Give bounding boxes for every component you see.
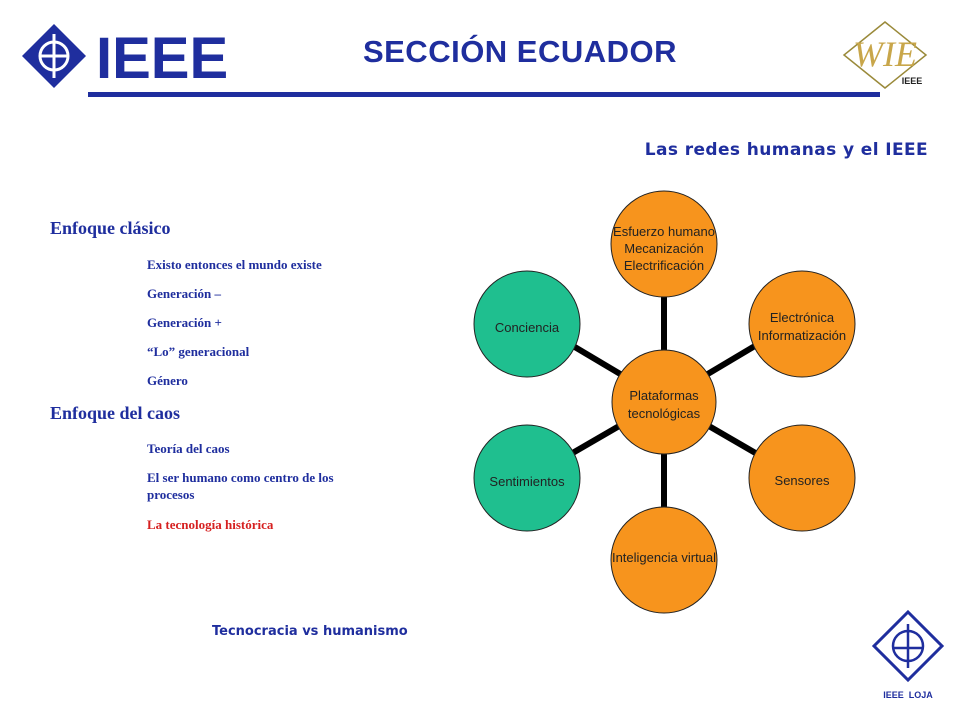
- ieee-logo: IEEE: [22, 24, 228, 91]
- outline-item: Existo entonces el mundo existe: [147, 257, 322, 272]
- node-label: Conciencia: [495, 320, 560, 335]
- ieee-diamond-icon: [22, 24, 86, 88]
- outline-item-highlight: La tecnología histórica: [147, 517, 274, 532]
- node-sensores: Sensores: [748, 424, 856, 532]
- outline-item: Generación –: [147, 286, 222, 301]
- header-rule: [88, 92, 880, 97]
- node-electronica: Electrónica Informatización: [748, 270, 856, 378]
- outline-item: Género: [147, 373, 188, 388]
- outline-item: El ser humano como centro de los: [147, 470, 334, 485]
- slide-subtitle: Las redes humanas y el IEEE: [644, 140, 928, 160]
- ieee-loja-logo: IEEE LOJA: [871, 609, 945, 700]
- outline-heading-classic: Enfoque clásico: [50, 218, 171, 238]
- loja-diamond-icon: [871, 609, 945, 683]
- outline-item: Teoría del caos: [147, 441, 230, 456]
- node-label: Informatización: [758, 328, 846, 343]
- outline-item: procesos: [147, 487, 195, 502]
- node-esfuerzo: Esfuerzo humano Mecanización Electrifica…: [610, 190, 718, 298]
- wie-logo-sub: IEEE: [902, 76, 923, 86]
- page-title: SECCIÓN ECUADOR: [362, 34, 678, 69]
- node-label: Plataformas: [629, 388, 699, 403]
- outline-heading-chaos: Enfoque del caos: [50, 403, 181, 423]
- hub-diagram: Esfuerzo humano Mecanización Electrifica…: [473, 190, 856, 614]
- node-label: Mecanización: [624, 241, 704, 256]
- node-conciencia: Conciencia: [473, 270, 581, 378]
- wie-logo-text: WIE: [853, 34, 917, 74]
- ieee-logo-text: IEEE: [96, 26, 228, 91]
- node-label: Sensores: [775, 473, 830, 488]
- node-label: tecnológicas: [628, 406, 701, 421]
- loja-logo-text: IEEE LOJA: [883, 690, 933, 700]
- node-label: Electrónica: [770, 310, 835, 325]
- node-sentimientos: Sentimientos: [473, 424, 581, 532]
- node-label: Inteligencia virtual: [612, 550, 716, 565]
- wie-logo: WIE IEEE: [842, 21, 928, 89]
- node-label: Electrificación: [624, 258, 704, 273]
- outline-item: Generación +: [147, 315, 222, 330]
- footer-text: Tecnocracia vs humanismo: [212, 624, 408, 639]
- node-inteligencia: Inteligencia virtual: [610, 506, 718, 614]
- node-label: Sentimientos: [489, 474, 565, 489]
- outline-item: “Lo” generacional: [147, 344, 250, 359]
- node-label: Esfuerzo humano: [613, 224, 715, 239]
- node-center: Plataformas tecnológicas: [611, 349, 717, 455]
